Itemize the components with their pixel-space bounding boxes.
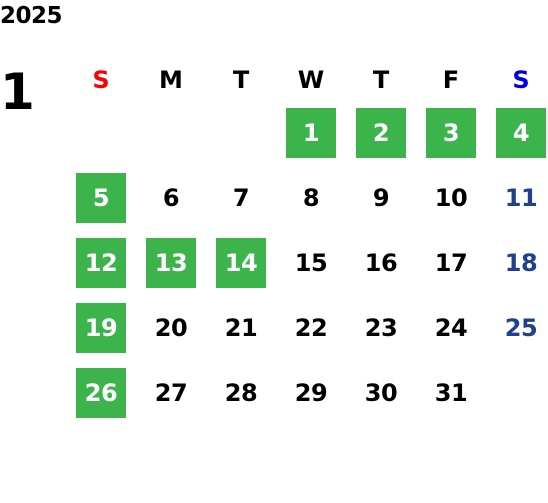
day-number: 5 bbox=[76, 172, 126, 223]
holiday-day-cell[interactable]: 13 bbox=[136, 230, 206, 295]
day-cell[interactable]: 30 bbox=[346, 360, 416, 425]
holiday-day-cell[interactable]: 1 bbox=[276, 100, 346, 165]
day-cell[interactable]: 21 bbox=[206, 295, 276, 360]
day-cell[interactable]: 20 bbox=[136, 295, 206, 360]
day-number: 2 bbox=[356, 107, 406, 158]
day-cell[interactable]: 29 bbox=[276, 360, 346, 425]
holiday-day-cell[interactable]: 3 bbox=[416, 100, 486, 165]
day-number: 21 bbox=[224, 313, 258, 342]
weekday-header: S bbox=[512, 66, 530, 94]
day-cell[interactable]: 9 bbox=[346, 165, 416, 230]
day-cell[interactable]: 11 bbox=[486, 165, 548, 230]
holiday-day-cell[interactable]: 5 bbox=[66, 165, 136, 230]
year-label: 2025 bbox=[0, 3, 63, 29]
weekday-header: T bbox=[372, 66, 390, 94]
day-number: 6 bbox=[162, 183, 180, 212]
day-cell[interactable]: 27 bbox=[136, 360, 206, 425]
weekday-header: M bbox=[159, 66, 183, 94]
day-number: 17 bbox=[434, 248, 468, 277]
day-cell[interactable]: 31 bbox=[416, 360, 486, 425]
day-number: 9 bbox=[372, 183, 390, 212]
day-cell[interactable]: 18 bbox=[486, 230, 548, 295]
day-cell[interactable]: 24 bbox=[416, 295, 486, 360]
day-number: 25 bbox=[504, 313, 538, 342]
day-number: 31 bbox=[434, 378, 468, 407]
day-number: 14 bbox=[216, 237, 266, 288]
day-cell[interactable]: 15 bbox=[276, 230, 346, 295]
day-number: 23 bbox=[364, 313, 398, 342]
day-number: 3 bbox=[426, 107, 476, 158]
empty-day-cell bbox=[206, 100, 276, 165]
day-number: 11 bbox=[504, 183, 538, 212]
day-number: 4 bbox=[496, 107, 546, 158]
day-number: 15 bbox=[294, 248, 328, 277]
day-number: 1 bbox=[286, 107, 336, 158]
day-cell[interactable]: 25 bbox=[486, 295, 548, 360]
holiday-day-cell[interactable]: 4 bbox=[486, 100, 548, 165]
day-number: 22 bbox=[294, 313, 328, 342]
day-cell[interactable]: 10 bbox=[416, 165, 486, 230]
day-number: 12 bbox=[76, 237, 126, 288]
day-cell[interactable]: 23 bbox=[346, 295, 416, 360]
weekday-header: S bbox=[92, 66, 110, 94]
day-number: 28 bbox=[224, 378, 258, 407]
day-cell[interactable]: 22 bbox=[276, 295, 346, 360]
holiday-day-cell[interactable]: 26 bbox=[66, 360, 136, 425]
day-cell[interactable]: 28 bbox=[206, 360, 276, 425]
day-number: 20 bbox=[154, 313, 188, 342]
weekday-header: F bbox=[442, 66, 460, 94]
day-number: 16 bbox=[364, 248, 398, 277]
day-cell[interactable]: 6 bbox=[136, 165, 206, 230]
day-number: 27 bbox=[154, 378, 188, 407]
day-number: 13 bbox=[146, 237, 196, 288]
day-number: 29 bbox=[294, 378, 328, 407]
empty-day-cell bbox=[136, 100, 206, 165]
day-number: 18 bbox=[504, 248, 538, 277]
day-cell[interactable]: 7 bbox=[206, 165, 276, 230]
day-number: 30 bbox=[364, 378, 398, 407]
day-cell[interactable]: 16 bbox=[346, 230, 416, 295]
day-number: 19 bbox=[76, 302, 126, 353]
day-number: 26 bbox=[76, 367, 126, 418]
day-number: 24 bbox=[434, 313, 468, 342]
holiday-day-cell[interactable]: 19 bbox=[66, 295, 136, 360]
day-number: 8 bbox=[302, 183, 320, 212]
month-label: 1 bbox=[0, 63, 35, 121]
day-number: 10 bbox=[434, 183, 468, 212]
weekday-header: T bbox=[232, 66, 250, 94]
day-cell[interactable]: 17 bbox=[416, 230, 486, 295]
holiday-day-cell[interactable]: 2 bbox=[346, 100, 416, 165]
weekday-header: W bbox=[297, 66, 325, 94]
holiday-day-cell[interactable]: 14 bbox=[206, 230, 276, 295]
day-cell[interactable]: 8 bbox=[276, 165, 346, 230]
holiday-day-cell[interactable]: 12 bbox=[66, 230, 136, 295]
empty-day-cell bbox=[66, 100, 136, 165]
day-number: 7 bbox=[232, 183, 250, 212]
